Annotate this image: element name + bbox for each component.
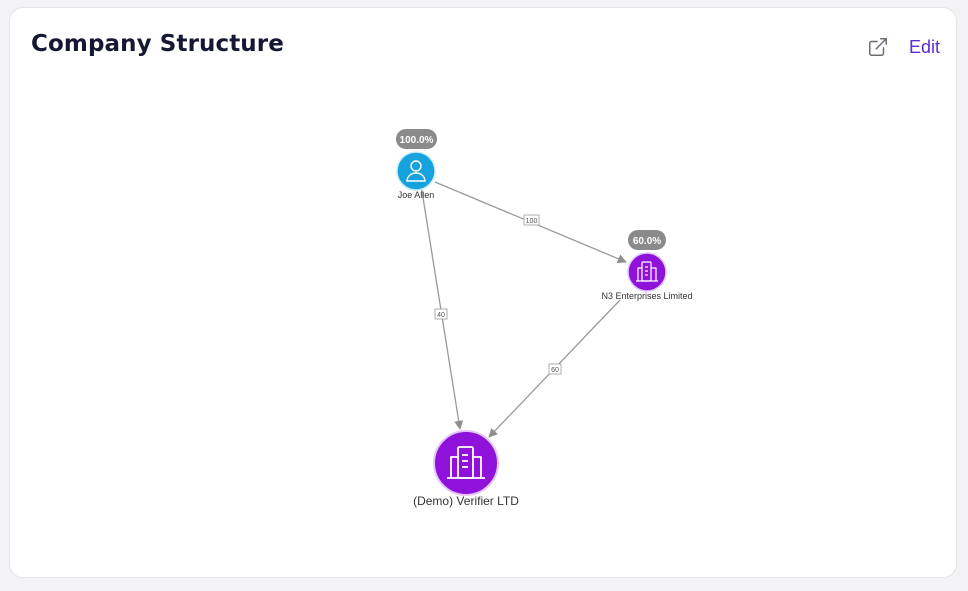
node-joe-allen[interactable]: 100.0% Joe Allen (396, 129, 437, 200)
building-icon (447, 446, 485, 479)
edit-link[interactable]: Edit (908, 36, 940, 57)
ownership-percentage: 60.0% (633, 236, 661, 247)
external-link-icon[interactable] (867, 36, 889, 58)
edge-label-box (548, 363, 562, 375)
edge-label: 60 (551, 367, 559, 374)
node-label: Joe Allen (398, 190, 435, 200)
ownership-badge (628, 230, 666, 250)
node-demo-verifier[interactable]: (Demo) Verifier LTD (413, 430, 519, 508)
page-title: Company Structure (31, 31, 284, 57)
edge-joe-demo: 40 (420, 184, 464, 430)
header-actions: Edit (867, 36, 940, 58)
node-label: N3 Enterprises Limited (601, 291, 692, 301)
edge-joe-n3: 100 (434, 181, 627, 264)
edge-n3-demo: 60 (488, 299, 621, 438)
person-icon (406, 160, 426, 182)
ownership-badge (396, 129, 437, 149)
edge-label-box (523, 214, 540, 226)
node-label: (Demo) Verifier LTD (413, 494, 519, 508)
edge-label-box (434, 308, 448, 320)
edge-label: 100 (526, 218, 538, 225)
edge-label: 40 (437, 312, 445, 319)
building-icon (636, 261, 658, 282)
node-n3-enterprises[interactable]: 60.0% N3 Enterprises Limited (601, 230, 693, 301)
ownership-percentage: 100.0% (400, 135, 434, 146)
